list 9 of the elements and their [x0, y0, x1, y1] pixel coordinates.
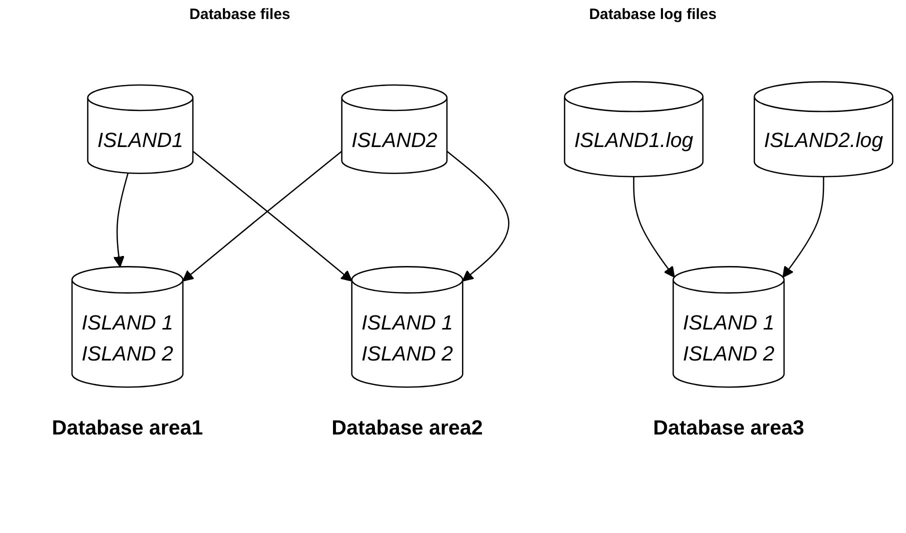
node-label: Database area1: [52, 418, 203, 440]
node-label: Database area2: [332, 418, 483, 440]
arrow: [782, 176, 824, 278]
arrow: [113, 172, 129, 268]
arrow: [633, 176, 675, 278]
node-label: Database area3: [653, 418, 804, 440]
group-heading: Database files: [189, 6, 290, 25]
arrow: [446, 150, 510, 282]
group-heading: Database log files: [589, 6, 717, 25]
